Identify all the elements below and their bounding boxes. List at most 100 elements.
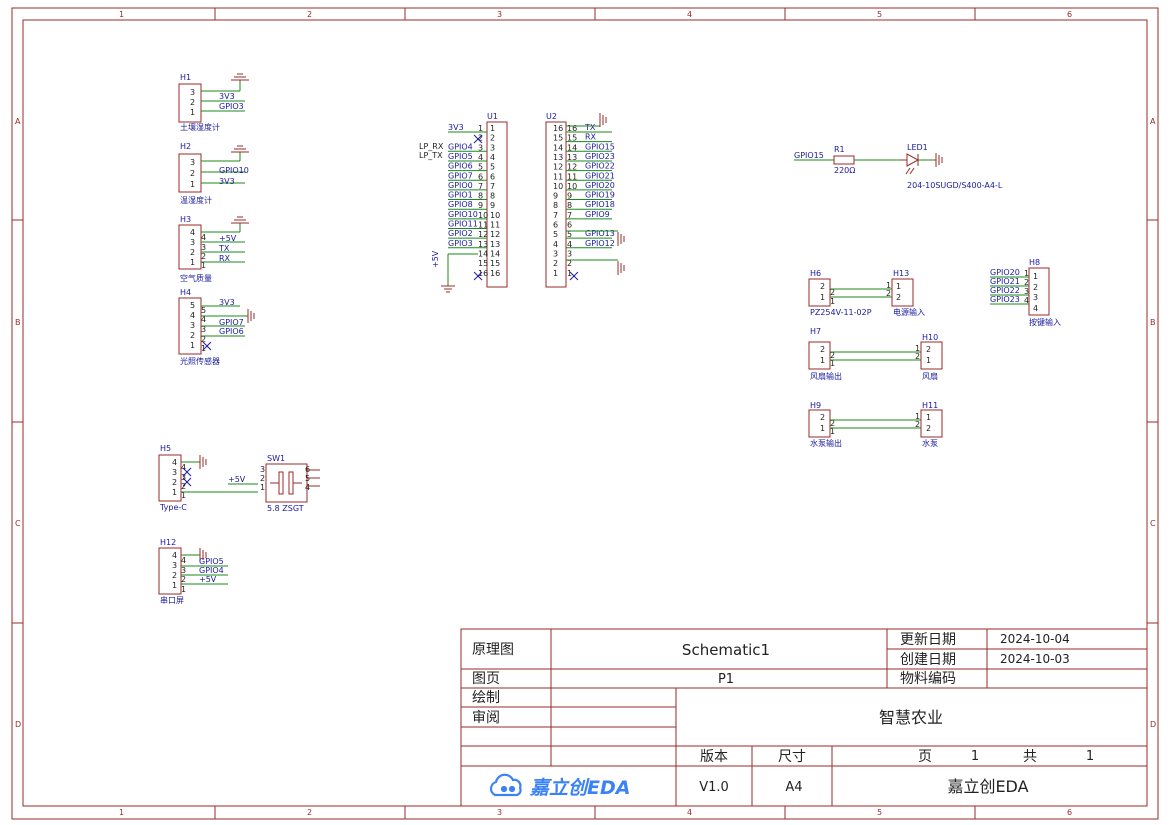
light-rays-icon: [905, 167, 915, 175]
u1-net-label: GPIO6: [448, 162, 473, 171]
zone-row-c-right: C: [1150, 519, 1156, 528]
u2-pin-number: 10: [567, 182, 577, 191]
zone-col-2-top: 2: [307, 10, 312, 19]
h6-pinnum-2: 2: [830, 288, 835, 297]
component-h11[interactable]: H11 1 2 1 2 水泵: [915, 401, 943, 448]
title-block: 原理图 Schematic1 更新日期 2024-10-04 创建日期 2024…: [460, 628, 1148, 807]
h3-pinnum-1: 1: [201, 261, 206, 270]
h1-pin-3: 3: [190, 88, 195, 97]
h12-pinnum-2: 2: [181, 575, 186, 584]
component-h1[interactable]: H1 3 2 1 3V3 GPIO3 土壤湿度计: [178, 73, 249, 132]
component-h9[interactable]: H9 2 1 2 1 水泵输出: [808, 401, 842, 448]
h3-body: [178, 224, 202, 270]
u2-pin-number: 14: [567, 143, 577, 152]
h5-pinnum-2: 2: [181, 482, 186, 491]
h13-pin-2: 2: [896, 293, 901, 302]
h3-label: 空气质量: [180, 273, 212, 283]
r1-ref: R1: [834, 145, 845, 154]
h3-ref: H3: [180, 215, 191, 224]
u2-pin-number: 12: [567, 163, 577, 172]
u1-pin-column: 113V32233GPIO444GPIO555GPIO666GPIO777GPI…: [448, 123, 500, 278]
no-connect-icon: [569, 271, 579, 281]
h8-net-gpio21: GPIO21: [990, 277, 1020, 286]
h12-pin-4: 4: [172, 551, 177, 560]
u1-pin-label: 15: [490, 259, 500, 268]
u2-pin-label: 8: [553, 201, 558, 210]
u2-pin-label: 3: [553, 249, 558, 258]
h3-pin-1: 1: [190, 258, 195, 267]
u2-pin-label: 1: [553, 269, 558, 278]
u1-net-label: GPIO11: [448, 220, 478, 229]
h3-net-rx: RX: [219, 254, 231, 263]
h6-label: PZ254V-11-02P: [810, 308, 872, 317]
u2-pin-number: 2: [567, 259, 572, 268]
h8-net-gpio22: GPIO22: [990, 286, 1020, 295]
component-u1[interactable]: U1 113V32233GPIO444GPIO555GPIO666GPIO777…: [419, 112, 508, 293]
h8-pin-4: 4: [1033, 304, 1038, 313]
component-h5[interactable]: H5 4 3 2 1 4 3 2 1 +5V Type-C: [158, 444, 258, 512]
h13-label: 电源输入: [893, 307, 925, 317]
zone-row-b-left: B: [15, 318, 21, 327]
sw1-label: 5.8 ZSGT: [267, 504, 304, 513]
u1-pin-number: 13: [478, 240, 488, 249]
h7-body: [808, 341, 831, 370]
component-sw1[interactable]: SW1 3 2 1 6 5 4 5.8 ZSGT: [260, 454, 320, 513]
h12-net-gpio4: GPIO4: [199, 566, 224, 575]
u1-net-label: GPIO5: [448, 152, 473, 161]
no-connect-icon: [182, 467, 192, 487]
h11-pinnum-2: 2: [915, 420, 920, 429]
u1-pin-label: 3: [490, 143, 495, 152]
u2-pin-label: 16: [553, 124, 563, 133]
h12-ref: H12: [160, 538, 176, 547]
component-h6[interactable]: H6 2 1 2 1 PZ254V-11-02P: [808, 269, 872, 317]
zone-col-2-bottom: 2: [307, 808, 312, 817]
zone-row-a-right: A: [1150, 117, 1156, 126]
u1-pin-label: 13: [490, 240, 500, 249]
h3-net-tx: TX: [218, 244, 230, 253]
h11-ref: H11: [922, 401, 938, 410]
component-h8[interactable]: H8 1 2 3 4 1 2 3 4 GPIO20 GPIO21 GPIO22 …: [990, 258, 1061, 327]
h7-ref: H7: [810, 327, 821, 336]
tb-version-label: 版本: [700, 749, 728, 765]
outer-frame: [11, 7, 1159, 820]
tb-drawn-label: 绘制: [472, 690, 500, 706]
component-r1[interactable]: GPIO15 R1 220Ω: [794, 145, 900, 175]
h9-pinnum-2: 2: [830, 419, 835, 428]
h13-pinnum-2: 2: [886, 289, 891, 298]
component-h10[interactable]: H10 2 1 1 2 风扇: [915, 333, 943, 381]
zone-col-1-top: 1: [119, 10, 124, 19]
u2-pin-number: 13: [567, 153, 577, 162]
component-h2[interactable]: H2 3 2 1 GPIO10 3V3 温湿度计: [178, 142, 249, 205]
u1-pin-label: 1: [490, 124, 495, 133]
h12-pin-1: 1: [172, 581, 177, 590]
component-h12[interactable]: H12 4 3 2 1 4 3 2 1 GPIO5 GPIO4 +5V 串口屏: [158, 538, 228, 605]
zone-row-d-left: D: [15, 720, 21, 729]
h5-label: Type-C: [159, 503, 187, 512]
h6-body: [808, 278, 831, 307]
h13-pinnum-1: 1: [886, 281, 891, 290]
component-h13[interactable]: H13 1 2 1 2 电源输入: [886, 269, 925, 317]
zone-col-5-bottom: 5: [877, 808, 882, 817]
u1-net-label: GPIO1: [448, 191, 473, 200]
cloud-icon: [489, 773, 522, 797]
component-h4[interactable]: H4 5 4 3 2 1 5 4 3 2 1 3V3 GPIO7 GPIO6 光…: [178, 288, 255, 366]
u1-pin-number: 4: [478, 153, 483, 162]
sw1-pin-4: 4: [305, 483, 310, 492]
u2-net-label: GPIO20: [585, 181, 615, 190]
h5-body: [158, 454, 182, 502]
component-h3[interactable]: H3 4 3 2 1 4 3 2 1 +5V TX RX 空气质量: [178, 215, 249, 283]
component-h7[interactable]: H7 2 1 2 1 风扇输出: [808, 327, 842, 381]
tb-update-date: 2024-10-04: [1000, 632, 1070, 646]
h10-label: 风扇: [922, 371, 938, 381]
component-led1[interactable]: LED1 204-10SUGD/S400-A4-L: [900, 143, 1003, 190]
h3-net-5v: +5V: [219, 234, 237, 243]
u1-net-label: GPIO4: [448, 142, 473, 151]
u1-net-label: GPIO2: [448, 229, 473, 238]
h2-label: 温湿度计: [180, 195, 212, 205]
u2-pin-number: 16: [567, 124, 577, 133]
h8-pinnum-3: 3: [1024, 287, 1029, 296]
u2-pin-label: 2: [553, 259, 558, 268]
h12-label: 串口屏: [160, 596, 184, 605]
h3-pinnum-4: 4: [201, 233, 206, 242]
